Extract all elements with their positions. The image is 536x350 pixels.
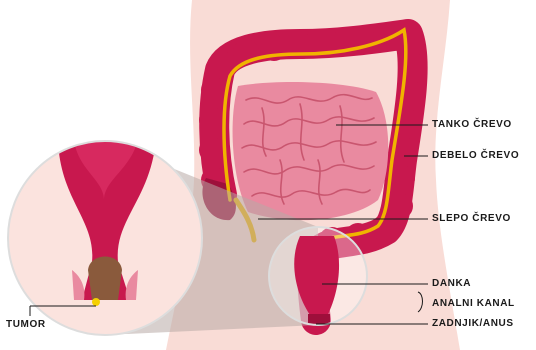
- label-small-intestine: TANKO ČREVO: [432, 120, 512, 130]
- magnifier-small: [269, 227, 367, 326]
- label-anus: ZADNJIK/ANUS: [432, 319, 514, 329]
- small-intestine: [233, 82, 389, 220]
- label-tumor: TUMOR: [6, 320, 46, 330]
- label-appendix: SLEPO ČREVO: [432, 214, 511, 224]
- label-large-intestine: DEBELO ČREVO: [432, 151, 519, 161]
- label-anal-canal: ANALNI KANAL: [432, 299, 515, 309]
- label-rectum: DANKA: [432, 279, 471, 289]
